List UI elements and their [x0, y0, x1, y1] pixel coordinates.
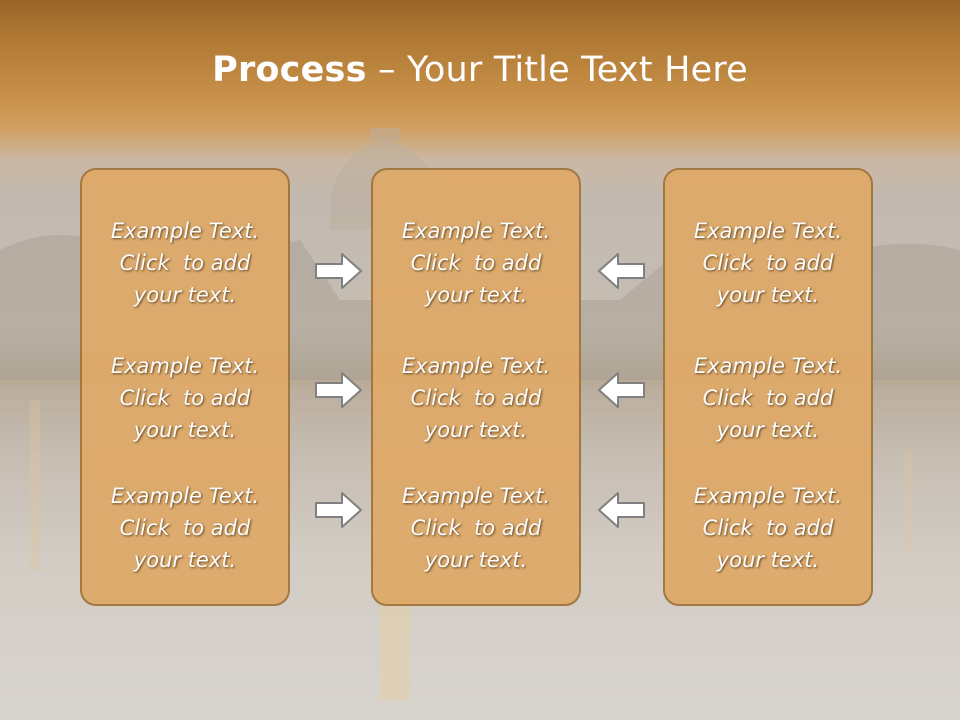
text-line: Example Text. — [110, 354, 260, 378]
placeholder-text[interactable]: Example Text. Click to add your text. — [665, 215, 871, 311]
placeholder-text[interactable]: Example Text. Click to add your text. — [665, 350, 871, 446]
slide-title[interactable]: Process – Your Title Text Here — [0, 50, 960, 90]
text-line: Example Text. — [401, 484, 551, 508]
text-line: Example Text. — [401, 354, 551, 378]
text-line: Click to add — [119, 386, 251, 410]
text-line: Click to add — [702, 386, 834, 410]
text-line: your text. — [133, 283, 237, 307]
text-line: Click to add — [119, 251, 251, 275]
text-line: your text. — [716, 418, 820, 442]
arrow-right-icon[interactable] — [314, 370, 364, 410]
text-line: Click to add — [410, 251, 542, 275]
text-line: Example Text. — [110, 219, 260, 243]
text-line: your text. — [133, 418, 237, 442]
placeholder-text[interactable]: Example Text. Click to add your text. — [373, 350, 579, 446]
text-line: your text. — [716, 283, 820, 307]
text-line: your text. — [424, 418, 528, 442]
text-line: Example Text. — [401, 219, 551, 243]
text-line: Example Text. — [110, 484, 260, 508]
text-line: your text. — [716, 548, 820, 572]
process-box-right[interactable]: Example Text. Click to add your text. Ex… — [663, 168, 873, 606]
text-line: Click to add — [410, 386, 542, 410]
text-line: Click to add — [410, 516, 542, 540]
text-line: Example Text. — [693, 354, 843, 378]
text-line: Example Text. — [693, 219, 843, 243]
text-line: Example Text. — [693, 484, 843, 508]
arrow-left-icon[interactable] — [596, 251, 646, 291]
text-line: your text. — [424, 548, 528, 572]
text-line: Click to add — [702, 516, 834, 540]
text-line: your text. — [424, 283, 528, 307]
arrow-left-icon[interactable] — [596, 490, 646, 530]
text-line: Click to add — [119, 516, 251, 540]
placeholder-text[interactable]: Example Text. Click to add your text. — [82, 350, 288, 446]
arrow-right-icon[interactable] — [314, 251, 364, 291]
arrow-right-icon[interactable] — [314, 490, 364, 530]
placeholder-text[interactable]: Example Text. Click to add your text. — [82, 480, 288, 576]
title-rest-part: – Your Title Text Here — [366, 50, 748, 90]
process-box-left[interactable]: Example Text. Click to add your text. Ex… — [80, 168, 290, 606]
process-box-center[interactable]: Example Text. Click to add your text. Ex… — [371, 168, 581, 606]
placeholder-text[interactable]: Example Text. Click to add your text. — [373, 480, 579, 576]
arrow-left-icon[interactable] — [596, 370, 646, 410]
placeholder-text[interactable]: Example Text. Click to add your text. — [82, 215, 288, 311]
text-line: Click to add — [702, 251, 834, 275]
title-bold-part: Process — [212, 50, 367, 90]
text-line: your text. — [133, 548, 237, 572]
placeholder-text[interactable]: Example Text. Click to add your text. — [665, 480, 871, 576]
placeholder-text[interactable]: Example Text. Click to add your text. — [373, 215, 579, 311]
